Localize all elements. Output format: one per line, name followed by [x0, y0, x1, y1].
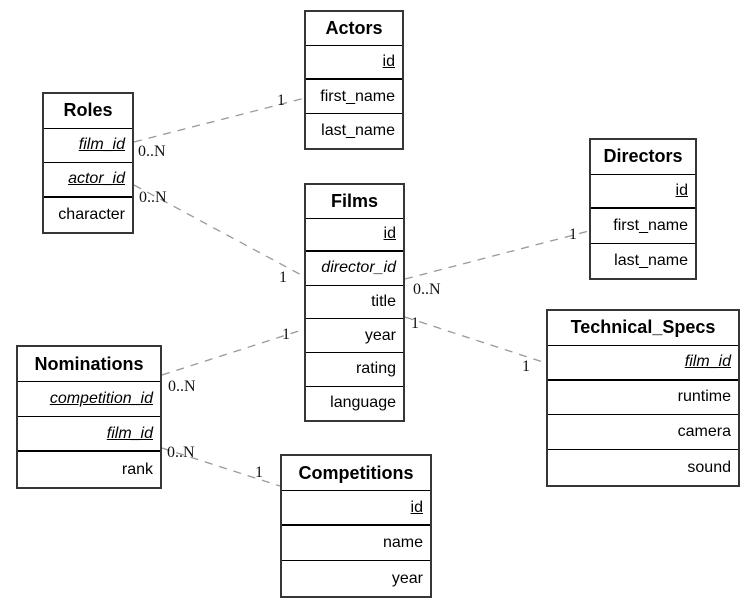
attr-row-actor_id: actor_id — [44, 163, 132, 198]
attr-row-character: character — [44, 198, 132, 233]
attr-label: language — [330, 394, 396, 412]
attr-label: film_id — [78, 136, 125, 154]
entity-title: Competitions — [282, 456, 430, 491]
attr-row-first_name: first_name — [591, 209, 695, 244]
attr-label: director_id — [321, 259, 396, 277]
cardinality-label: 1 — [569, 226, 577, 243]
attr-label: rank — [121, 460, 153, 478]
cardinality-label: 0..N — [138, 143, 166, 160]
attr-label: actor_id — [68, 170, 125, 188]
cardinality-label: 1 — [277, 92, 285, 109]
attr-row-name: name — [282, 526, 430, 561]
attr-label: id — [383, 225, 396, 243]
entity-title: Directors — [591, 140, 695, 175]
attr-row-runtime: runtime — [548, 381, 738, 416]
attr-row-year: year — [306, 319, 403, 353]
cardinality-label: 1 — [522, 358, 530, 375]
attr-label: title — [371, 293, 396, 311]
attr-row-id: id — [282, 491, 430, 526]
attr-row-title: title — [306, 286, 403, 320]
cardinality-label: 0..N — [167, 444, 195, 461]
attr-label: id — [382, 53, 395, 70]
attr-label: name — [382, 534, 423, 551]
attr-row-film_id: film_id — [44, 129, 132, 163]
entity-table-competitions: Competitions id name year — [280, 454, 432, 598]
cardinality-label: 1 — [279, 269, 287, 286]
attr-label: runtime — [677, 388, 731, 406]
entity-title: Roles — [44, 94, 132, 129]
attr-row-language: language — [306, 387, 403, 421]
entity-title: Technical_Specs — [548, 311, 738, 346]
attr-row-director_id: director_id — [306, 252, 403, 286]
attr-row-first_name: first_name — [306, 80, 402, 114]
attr-row-sound: sound — [548, 450, 738, 485]
attr-label: id — [675, 181, 688, 199]
entity-title: Films — [306, 185, 403, 219]
attr-row-last_name: last_name — [306, 114, 402, 148]
attr-row-rank: rank — [18, 452, 160, 487]
attr-row-film_id: film_id — [548, 346, 738, 381]
attr-row-id: id — [306, 46, 402, 80]
attr-row-competition_id: competition_id — [18, 382, 160, 417]
cardinality-label: 0..N — [168, 378, 196, 395]
attr-label: last_name — [321, 122, 395, 139]
attr-row-id: id — [306, 219, 403, 253]
cardinality-label: 0..N — [139, 189, 167, 206]
attr-label: id — [410, 498, 423, 516]
attr-label: competition_id — [49, 390, 153, 407]
attr-label: year — [391, 569, 423, 587]
cardinality-label: 0..N — [413, 281, 441, 298]
attr-label: film_id — [106, 424, 153, 442]
attr-label: first_name — [320, 87, 395, 105]
entity-table-roles: Roles film_id actor_id character — [42, 92, 134, 234]
attr-row-camera: camera — [548, 415, 738, 451]
attr-row-year: year — [282, 561, 430, 596]
attr-label: sound — [687, 458, 731, 476]
attr-label: first_name — [613, 216, 688, 234]
attr-row-rating: rating — [306, 353, 403, 387]
cardinality-label: 1 — [411, 315, 419, 332]
attr-label: camera — [677, 423, 731, 441]
entity-title: Nominations — [18, 347, 160, 382]
cardinality-label: 1 — [282, 326, 290, 343]
attr-row-last_name: last_name — [591, 244, 695, 279]
relation-line-films-directors — [404, 230, 590, 280]
attr-label: film_id — [684, 353, 731, 371]
attr-label: character — [58, 205, 125, 223]
cardinality-label: 1 — [255, 464, 263, 481]
attr-label: year — [364, 326, 396, 344]
attr-label: last_name — [614, 251, 688, 269]
relation-line-films-technical_specs — [404, 316, 547, 364]
entity-table-actors: Actors id first_name last_name — [304, 10, 404, 150]
attr-row-film_id: film_id — [18, 417, 160, 452]
entity-title: Actors — [306, 12, 402, 46]
attr-row-id: id — [591, 175, 695, 209]
entity-table-directors: Directors id first_name last_name — [589, 138, 697, 280]
relation-line-nominations-competitions — [161, 447, 281, 487]
attr-label: rating — [355, 360, 396, 378]
relation-line-nominations-films — [161, 328, 306, 376]
relation-line-roles-films — [133, 184, 306, 278]
